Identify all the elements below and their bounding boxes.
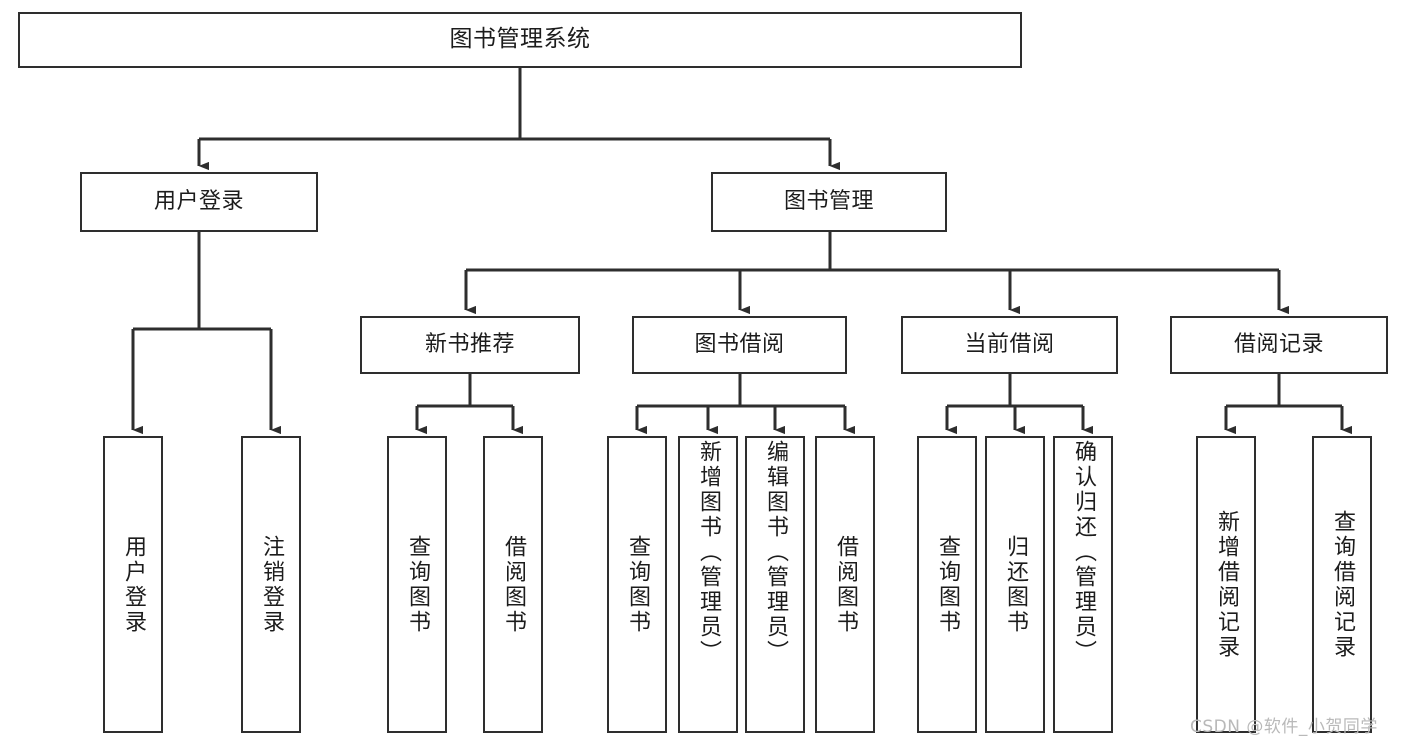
node-label-current-borrow: 当前借阅: [964, 332, 1055, 358]
leaf-current-confirm-return[interactable]: 确认归还（管理员）: [1053, 436, 1113, 733]
leaf-user-logout[interactable]: 注销登录: [241, 436, 301, 733]
leaf-borrow-add-book[interactable]: 新增图书（管理员）: [678, 436, 738, 733]
node-book-borrow[interactable]: 图书借阅: [632, 316, 847, 374]
leaf-label-borrow-add-book: 新增图书（管理员）: [696, 440, 721, 665]
leaf-label-borrow-edit-book: 编辑图书（管理员）: [763, 440, 788, 665]
leaf-borrow-edit-book[interactable]: 编辑图书（管理员）: [745, 436, 805, 733]
node-new-book-recommend[interactable]: 新书推荐: [360, 316, 580, 374]
leaf-current-query-book[interactable]: 查询图书: [917, 436, 977, 733]
node-user-login[interactable]: 用户登录: [80, 172, 318, 232]
leaf-user-login[interactable]: 用户登录: [103, 436, 163, 733]
leaf-label-current-return-book: 归还图书: [1003, 534, 1028, 635]
leaf-label-borrow-query-book: 查询图书: [625, 534, 650, 635]
csdn-watermark: CSDN @软件_小贺同学: [1190, 717, 1378, 737]
leaf-label-recommend-query-book: 查询图书: [405, 534, 430, 635]
leaf-label-current-query-book: 查询图书: [935, 534, 960, 635]
leaf-record-search[interactable]: 查询借阅记录: [1312, 436, 1372, 733]
node-label-book-manage: 图书管理: [783, 189, 874, 215]
leaf-borrow-query-book[interactable]: 查询图书: [607, 436, 667, 733]
leaf-label-recommend-borrow-book: 借阅图书: [501, 534, 526, 635]
leaf-label-record-add: 新增借阅记录: [1214, 509, 1239, 660]
leaf-label-borrow-lend-book: 借阅图书: [833, 534, 858, 635]
node-book-manage[interactable]: 图书管理: [711, 172, 947, 232]
node-label-borrow-record: 借阅记录: [1233, 332, 1324, 358]
leaf-current-return-book[interactable]: 归还图书: [985, 436, 1045, 733]
leaf-recommend-borrow-book[interactable]: 借阅图书: [483, 436, 543, 733]
leaf-recommend-query-book[interactable]: 查询图书: [387, 436, 447, 733]
leaf-record-add[interactable]: 新增借阅记录: [1196, 436, 1256, 733]
node-label-root: 图书管理系统: [449, 26, 591, 53]
leaf-label-user-logout: 注销登录: [259, 534, 284, 635]
node-label-new-book-recommend: 新书推荐: [424, 332, 515, 358]
node-label-book-borrow: 图书借阅: [694, 332, 785, 358]
node-current-borrow[interactable]: 当前借阅: [901, 316, 1118, 374]
leaf-label-user-login: 用户登录: [121, 534, 146, 635]
leaf-label-current-confirm-return: 确认归还（管理员）: [1071, 440, 1096, 665]
leaf-label-record-search: 查询借阅记录: [1330, 509, 1355, 660]
leaf-borrow-lend-book[interactable]: 借阅图书: [815, 436, 875, 733]
node-borrow-record[interactable]: 借阅记录: [1170, 316, 1388, 374]
node-root-system[interactable]: 图书管理系统: [18, 12, 1022, 68]
node-label-user-login: 用户登录: [153, 189, 244, 215]
